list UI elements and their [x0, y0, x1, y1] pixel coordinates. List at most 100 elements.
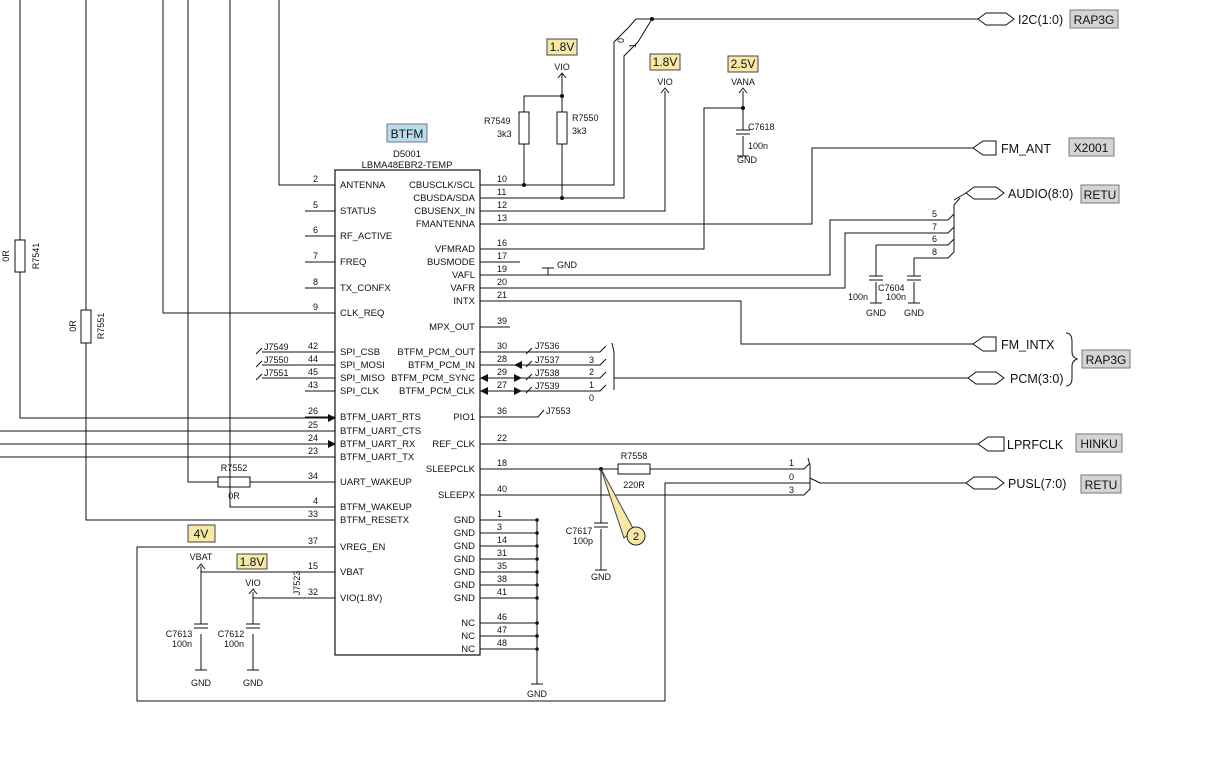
pin-number: 5 [313, 200, 318, 210]
pin-name: VAFR [450, 283, 475, 294]
pin-name: BTFM_UART_RTS [340, 412, 421, 423]
pin-name: GND [454, 541, 475, 552]
pin-number: 7 [313, 251, 318, 261]
pin-number: 3 [497, 522, 502, 532]
r7549-value: 3k3 [497, 129, 512, 139]
svg-text:1.8V: 1.8V [550, 40, 575, 54]
pin-number: 42 [308, 341, 318, 351]
port-pusl: PUSL(7:0) RETU [965, 474, 1122, 494]
pin-number: 21 [497, 290, 507, 300]
pin-name: NC [461, 631, 475, 642]
pin-name: VREG_EN [340, 542, 386, 553]
pin-number: 11 [497, 187, 506, 197]
cbusenx-wire [480, 91, 666, 212]
pin-number: 6 [313, 225, 318, 235]
port-fm-intx: FM_INTX [972, 336, 1055, 352]
r7550-ref: R7550 [572, 113, 599, 123]
svg-text:1: 1 [789, 458, 794, 468]
pin-name: MPX_OUT [429, 322, 475, 333]
pin-number: 46 [497, 612, 507, 622]
pin-name: BUSMODE [427, 257, 475, 268]
svg-text:GND: GND [527, 689, 548, 699]
svg-text:GND: GND [191, 678, 212, 688]
port-audio: AUDIO(8:0) RETU [965, 184, 1120, 204]
pin-name: STATUS [340, 206, 376, 217]
pin-name: GND [454, 593, 475, 604]
left-wiring [0, 0, 810, 702]
svg-text:RAP3G: RAP3G [1086, 353, 1127, 367]
svg-text:GND: GND [243, 678, 264, 688]
pin-number: 26 [308, 406, 318, 416]
audio-wiring [480, 192, 967, 304]
sleepclk-wiring: 2 [480, 457, 821, 571]
pio1-wire: J7553 [480, 406, 571, 418]
svg-text:0: 0 [616, 38, 626, 43]
pin-name: SPI_MISO [340, 373, 385, 384]
pin-name: VAFL [452, 270, 475, 281]
svg-text:0: 0 [589, 393, 594, 403]
pin-number: 29 [497, 367, 507, 377]
pin-name: FREQ [340, 257, 366, 268]
pin-number: 40 [497, 484, 507, 494]
ic-d5001: BTFM D5001 LBMA48EBR2-TEMP [334, 123, 481, 656]
ic-right-pins: 10CBUSCLK/SCL11CBUSDA/SDA12CBUSENX_IN13F… [391, 174, 539, 655]
rail-4v: 4V [187, 524, 216, 543]
pin-name: GND [454, 554, 475, 565]
svg-text:PCM(3:0): PCM(3:0) [1010, 372, 1063, 386]
svg-text:100n: 100n [172, 639, 192, 649]
pin-name: BTFM_PCM_OUT [397, 347, 475, 358]
pin-name: UART_WAKEUP [340, 477, 412, 488]
svg-text:3: 3 [789, 485, 794, 495]
svg-text:4V: 4V [194, 527, 209, 541]
pin-number: 31 [497, 548, 507, 558]
svg-text:J7537: J7537 [535, 355, 560, 365]
svg-text:X2001: X2001 [1074, 141, 1109, 155]
pin-name: REF_CLK [432, 439, 475, 450]
intx-wire [480, 300, 975, 345]
pin-number: 17 [497, 251, 507, 261]
pin-name: RF_ACTIVE [340, 231, 392, 242]
svg-text:1.8V: 1.8V [240, 555, 265, 569]
pin-number: 28 [497, 354, 507, 364]
pin-number: 8 [313, 277, 318, 287]
pin-number: 30 [497, 341, 507, 351]
svg-text:C7618: C7618 [748, 122, 775, 132]
pin-number: 4 [313, 496, 318, 506]
pin-name: GND [454, 528, 475, 539]
pin-number: 23 [308, 446, 318, 456]
pin-number: 43 [308, 380, 318, 390]
pin-number: 10 [497, 174, 507, 184]
pin-name: BTFM_WAKEUP [340, 502, 412, 513]
pin-name: CBUSDA/SDA [413, 193, 475, 204]
svg-text:AUDIO(8:0): AUDIO(8:0) [1008, 187, 1073, 201]
port-fm-ant: FM_ANT X2001 [972, 137, 1115, 157]
pin-name: BTFM_PCM_IN [408, 360, 475, 371]
svg-text:R7541: R7541 [31, 243, 41, 270]
svg-text:0R: 0R [68, 320, 78, 332]
pin-name: NC [461, 618, 475, 629]
svg-text:0R: 0R [1, 250, 11, 262]
pin-name: NC [461, 644, 475, 655]
pin-number: 14 [497, 535, 507, 545]
c7604-ref: C7604 [878, 283, 905, 293]
pin-number: 39 [497, 316, 507, 326]
svg-text:2: 2 [589, 367, 594, 377]
pin-number: 27 [497, 380, 507, 390]
svg-text:100n: 100n [748, 141, 768, 151]
pin-number: 19 [497, 264, 507, 274]
pin-number: 9 [313, 302, 318, 312]
pin-number: 32 [308, 587, 318, 597]
ic-tag-box [386, 123, 428, 143]
pin-name: BTFM_UART_CTS [340, 426, 421, 437]
svg-text:7: 7 [932, 222, 937, 232]
svg-text:R7558: R7558 [621, 451, 648, 461]
ic-ref: D5001 [393, 149, 421, 160]
pin-number: 38 [497, 574, 507, 584]
gnd-bus: GND [480, 519, 548, 699]
svg-text:5: 5 [932, 209, 937, 219]
pin-name: SPI_CSB [340, 347, 380, 358]
pin-number: 41 [497, 587, 507, 597]
rail-1v8-vio-2: 1.8V VIO [649, 53, 681, 94]
svg-text:C7613: C7613 [166, 629, 193, 639]
svg-text:1.8V: 1.8V [653, 55, 678, 69]
